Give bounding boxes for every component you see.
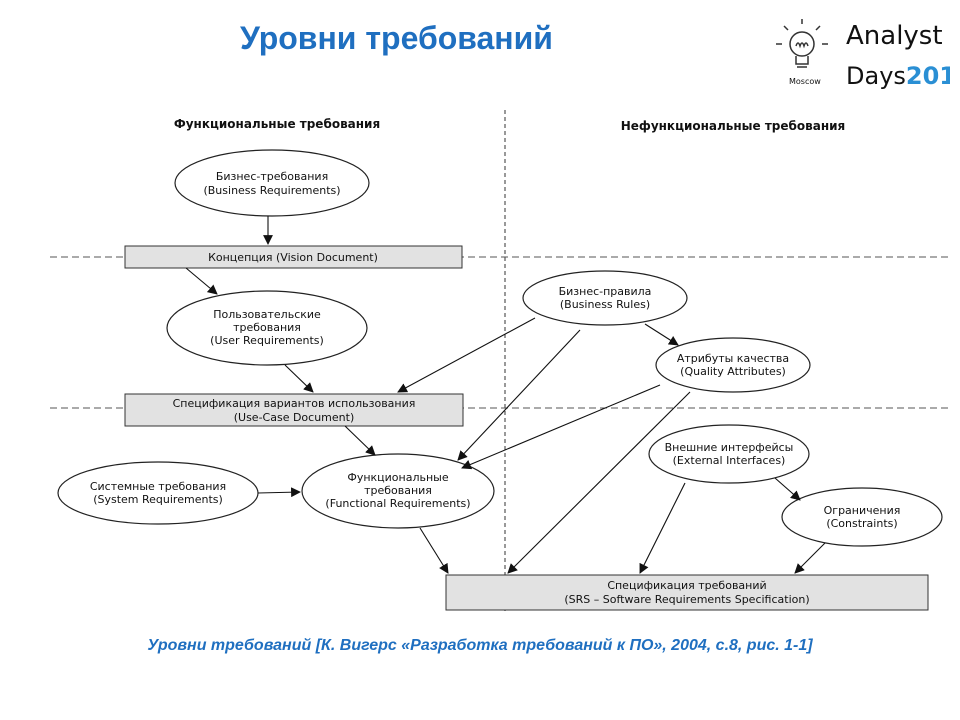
node-vision-document: Концепция (Vision Document) <box>124 245 463 269</box>
svg-text:Спецификация требований: Спецификация требований <box>607 579 766 592</box>
arrow-interfaces-to-srs <box>639 482 686 574</box>
header-nonfunctional: Нефункциональные требования <box>621 119 846 133</box>
svg-text:(System Requirements): (System Requirements) <box>93 493 223 506</box>
analyst-days-logo: Moscow Analyst Days2014 <box>776 19 950 90</box>
logo-word-analyst: Analyst <box>846 21 943 51</box>
node-quality-attributes: Атрибуты качества (Quality Attributes) <box>655 337 811 393</box>
svg-text:Системные требования: Системные требования <box>90 480 226 493</box>
logo-year: 2014 <box>906 62 950 90</box>
node-srs: Спецификация требований (SRS – Software … <box>445 574 929 611</box>
node-use-case-document: Спецификация вариантов использования (Us… <box>124 393 464 427</box>
arrow-user-to-usecase <box>284 364 314 393</box>
node-functional-requirements: Функциональные требования (Functional Re… <box>301 453 495 529</box>
header-functional: Функциональные требования <box>174 117 380 131</box>
source-caption: Уровни требований [К. Вигерс «Разработка… <box>147 637 813 654</box>
svg-text:(Business Requirements): (Business Requirements) <box>203 184 340 197</box>
arrow-rules-to-functional <box>457 329 581 461</box>
svg-text:Ограничения: Ограничения <box>824 504 901 517</box>
svg-text:требования: требования <box>233 321 301 334</box>
logo-city: Moscow <box>789 77 821 86</box>
arrow-rules-to-usecase <box>397 317 536 393</box>
svg-text:(SRS – Software Requirements S: (SRS – Software Requirements Specificati… <box>564 593 809 606</box>
node-user-requirements: Пользовательские требования (User Requir… <box>166 290 368 366</box>
logo-days: Days <box>846 62 906 90</box>
arrow-vision-to-user <box>185 267 218 295</box>
node-business-rules: Бизнес-правила (Business Rules) <box>522 270 688 326</box>
svg-text:Атрибуты качества: Атрибуты качества <box>677 352 789 365</box>
svg-text:Бизнес-правила: Бизнес-правила <box>559 285 652 298</box>
arrow-quality-to-functional <box>461 384 661 470</box>
svg-text:(Business Rules): (Business Rules) <box>560 298 650 311</box>
svg-text:(External Interfaces): (External Interfaces) <box>673 454 786 467</box>
arrow-functional-to-srs <box>419 527 449 574</box>
svg-text:(Use-Case Document): (Use-Case Document) <box>234 411 355 424</box>
svg-text:Внешние интерфейсы: Внешние интерфейсы <box>665 441 794 454</box>
arrows <box>185 216 826 574</box>
arrow-constraints-to-srs <box>794 542 826 574</box>
slide-title: Уровни требований <box>240 20 553 56</box>
arrow-rules-to-quality <box>644 323 679 346</box>
node-external-interfaces: Внешние интерфейсы (External Interfaces) <box>648 424 810 484</box>
svg-text:Пользовательские: Пользовательские <box>213 308 321 321</box>
node-business-requirements: Бизнес-требования (Business Requirements… <box>174 149 370 217</box>
lightbulb-icon <box>776 19 828 68</box>
logo-word-days: Days2014 <box>846 62 950 90</box>
node-constraints: Ограничения (Constraints) <box>781 487 943 547</box>
arrow-interfaces-to-constraints <box>774 477 801 501</box>
arrow-system-to-functional <box>257 487 301 498</box>
svg-text:(Constraints): (Constraints) <box>826 517 897 530</box>
arrow-quality-to-srs <box>507 391 691 574</box>
arrow-usecase-to-functional <box>344 425 376 456</box>
svg-text:(Functional Requirements): (Functional Requirements) <box>325 497 470 510</box>
svg-text:Концепция (Vision Document): Концепция (Vision Document) <box>208 251 378 264</box>
svg-text:Бизнес-требования: Бизнес-требования <box>216 170 328 183</box>
svg-text:требования: требования <box>364 484 432 497</box>
svg-text:Спецификация вариантов использ: Спецификация вариантов использования <box>173 397 416 410</box>
node-system-requirements: Системные требования (System Requirement… <box>57 461 259 525</box>
svg-text:Функциональные: Функциональные <box>347 471 449 484</box>
svg-text:(User Requirements): (User Requirements) <box>210 334 324 347</box>
svg-text:(Quality Attributes): (Quality Attributes) <box>680 365 786 378</box>
